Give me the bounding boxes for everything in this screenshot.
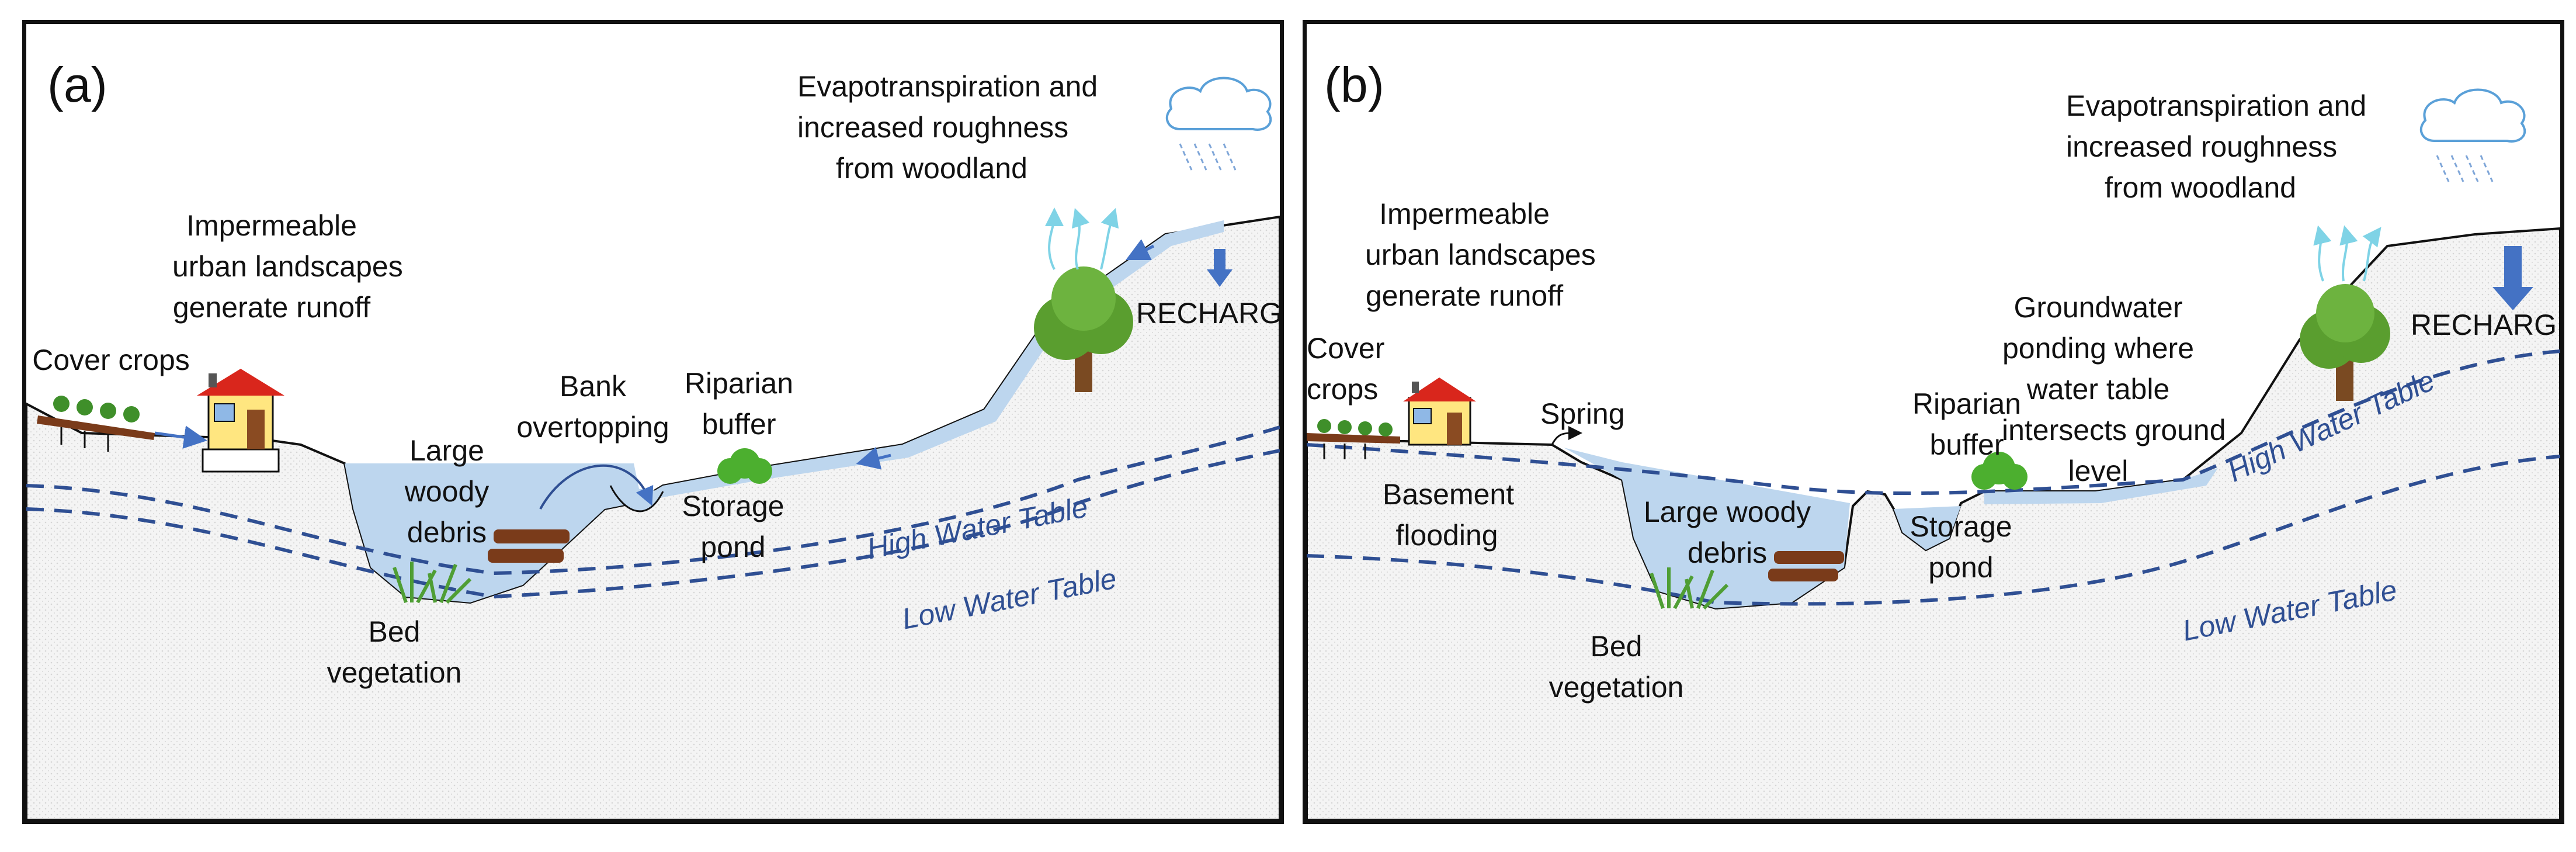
bed-vegetation-icon bbox=[1650, 567, 1729, 610]
cover-crops-icon bbox=[1307, 419, 1400, 459]
cover-crops-label: Cover crops bbox=[1307, 332, 1385, 406]
woody-debris-icon bbox=[488, 529, 570, 563]
runoff-arrow-2 bbox=[856, 446, 891, 470]
impermeable-label: Impermeable urban landscapes generate ru… bbox=[1365, 198, 1596, 312]
river-water bbox=[1564, 448, 1850, 608]
panel-b: (b) Evapotranspiration and increased rou… bbox=[1303, 20, 2564, 824]
bed-vegetation-label: Bed vegetation bbox=[327, 615, 462, 689]
runoff-arrow-1 bbox=[1126, 239, 1155, 260]
cover-crops-label: Cover crops bbox=[32, 344, 190, 376]
bank-overtopping-label: Bank overtopping bbox=[516, 370, 669, 444]
storage-pond-b bbox=[1894, 506, 1961, 550]
large-woody-debris-label: Large woody debris bbox=[1643, 496, 1811, 569]
basement-flooding-label: Basement flooding bbox=[1383, 478, 1515, 552]
overtopping-arc bbox=[539, 464, 654, 510]
storage-pond-label: Storage pond bbox=[682, 490, 784, 563]
evap-arrow-3 bbox=[1100, 207, 1119, 270]
recharge-arrow bbox=[1207, 249, 1233, 287]
high-water-table-line bbox=[26, 425, 1280, 576]
evap-arrow-2 bbox=[1071, 207, 1090, 270]
recharge-arrow bbox=[2492, 246, 2533, 310]
panel-label: (a) bbox=[47, 57, 107, 112]
impermeable-label: Impermeable urban landscapes generate ru… bbox=[172, 209, 403, 324]
recharge-label: RECHARGE bbox=[1136, 297, 1283, 330]
riparian-buffer-label: Riparian buffer bbox=[684, 367, 794, 441]
riparian-buffer-icon bbox=[1971, 452, 2028, 490]
large-woody-debris-label: Large woody debris bbox=[404, 434, 489, 549]
high-water-table-line bbox=[1307, 349, 2560, 496]
cover-crops-icon bbox=[37, 396, 155, 452]
evap-arrow-2 bbox=[2339, 225, 2358, 282]
spring-arrow bbox=[1551, 426, 1582, 445]
house-icon bbox=[1403, 377, 1476, 446]
riparian-buffer-icon bbox=[717, 448, 772, 484]
house-icon bbox=[197, 369, 284, 473]
evapotranspiration-label: Evapotranspiration and increased roughne… bbox=[2066, 89, 2367, 204]
evap-arrow-3 bbox=[2362, 227, 2381, 282]
cover-crop-runoff-arrow bbox=[154, 425, 207, 449]
evapotranspiration-label: Evapotranspiration and increased roughne… bbox=[797, 70, 1098, 185]
storage-pond-label: Storage pond bbox=[1910, 510, 2012, 584]
riparian-buffer-label: Riparian buffer bbox=[1912, 387, 2022, 461]
groundwater-ponding-label: Groundwater ponding where water table in… bbox=[2002, 291, 2226, 487]
low-water-table-line bbox=[26, 449, 1280, 599]
tree-icon bbox=[1034, 266, 1133, 392]
tree-icon bbox=[2300, 284, 2390, 401]
spring-label: Spring bbox=[1540, 397, 1625, 430]
panel-a: (a) Evapotranspiration and increased rou… bbox=[22, 20, 1284, 824]
evap-arrow-1 bbox=[1044, 207, 1064, 270]
panel-label: (b) bbox=[1324, 57, 1384, 112]
cloud-icon bbox=[1165, 77, 1272, 171]
bed-vegetation-label: Bed vegetation bbox=[1549, 630, 1684, 704]
low-water-table-line bbox=[1307, 455, 2560, 606]
panel-b-diagram bbox=[1307, 88, 2560, 820]
groundwater-ponding-water bbox=[1984, 468, 2218, 504]
cloud-icon bbox=[2419, 88, 2526, 182]
bed-vegetation-icon bbox=[393, 562, 472, 604]
evap-arrow-1 bbox=[2313, 225, 2332, 282]
panel-a-diagram bbox=[26, 77, 1280, 820]
runoff-water bbox=[634, 220, 1224, 503]
woody-debris-icon bbox=[1768, 551, 1844, 581]
recharge-label: RECHARGE bbox=[2411, 309, 2564, 341]
